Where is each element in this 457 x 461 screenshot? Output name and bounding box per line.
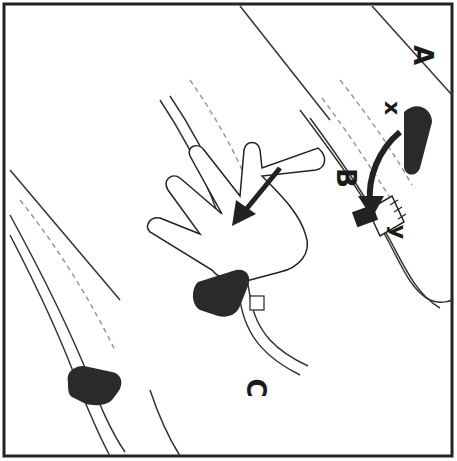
frame bbox=[4, 4, 452, 456]
lever bbox=[404, 106, 432, 174]
panel-label: y bbox=[387, 225, 409, 239]
panel-label: x bbox=[381, 101, 403, 115]
spring bbox=[390, 200, 406, 219]
arrowhead bbox=[358, 196, 384, 218]
lever bbox=[68, 366, 122, 405]
panel-label: B bbox=[333, 168, 359, 188]
latch-bracket bbox=[250, 296, 264, 310]
push-arrow bbox=[244, 168, 280, 212]
lever bbox=[193, 270, 249, 317]
motion-arrow bbox=[370, 132, 400, 202]
hand bbox=[148, 143, 325, 282]
panel-lines bbox=[10, 6, 452, 456]
arrowhead bbox=[232, 200, 256, 226]
panel-label: C bbox=[243, 378, 269, 397]
panel-label: A bbox=[410, 45, 436, 65]
